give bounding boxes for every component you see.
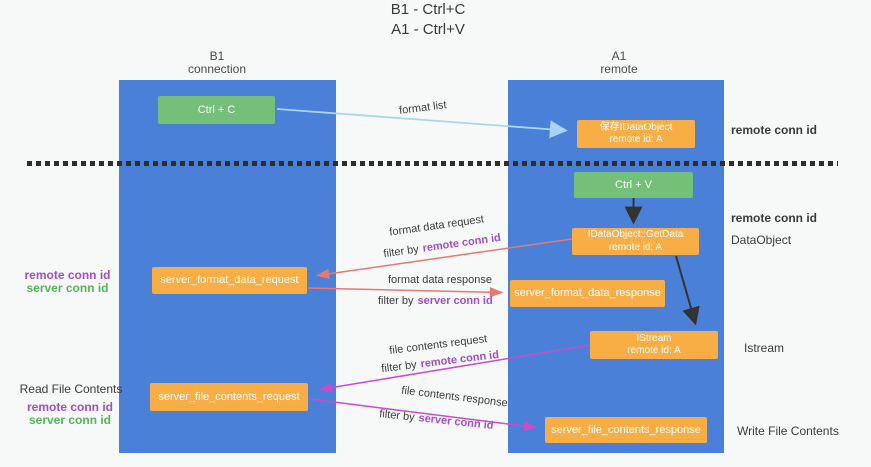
node-server-file-contents-response: server_file_contents_response: [545, 417, 707, 443]
node-istream-line2: remote id: A: [627, 345, 681, 356]
annotation-left-server-conn-id-bottom: server conn id: [28, 413, 112, 427]
arrow-format-data-response: [307, 287, 504, 298]
diagram-title: B1 - Ctrl+C A1 - Ctrl+V: [0, 0, 856, 40]
annotation-left-conn-ids-bottom: remote conn id server conn id: [0, 401, 140, 427]
lane-b1-subtitle: connection: [187, 62, 247, 76]
server-conn-id-text: server conn id: [417, 412, 494, 432]
node-save-idataobject-line1: 保存IDataObject: [599, 121, 673, 133]
node-ctrl-v: Ctrl + V: [574, 172, 693, 198]
annotation-remote-conn-id-top: remote conn id: [731, 123, 818, 137]
node-server-format-data-request: server_format_data_request: [152, 267, 307, 294]
edge-label-format-data-request: format data request: [388, 213, 485, 239]
node-idataobject-getdata: IDataObject::GetData remote id: A: [572, 228, 699, 255]
dashed-separator-line: [27, 161, 838, 166]
annotation-left-server-conn-id-mid: server conn id: [26, 281, 109, 295]
edge-label-format-list: format list: [398, 99, 448, 117]
remote-conn-id-text: remote conn id: [421, 231, 502, 255]
lane-header-b1: B1 connection: [147, 50, 287, 76]
node-server-format-data-response-label: server_format_data_response: [514, 287, 661, 299]
lane-a1-subtitle: remote: [600, 62, 638, 76]
annotation-dataobject: DataObject: [731, 233, 792, 247]
title-line-2: A1 - Ctrl+V: [391, 21, 465, 38]
lane-b1-name: B1: [209, 49, 225, 63]
node-server-file-contents-request: server_file_contents_request: [150, 383, 308, 411]
node-save-idataobject-line2: remote id: A: [609, 134, 663, 145]
annotation-remote-conn-id-mid: remote conn id: [731, 211, 818, 225]
node-istream-line1: IStream: [636, 332, 672, 344]
filter-by-text: filter by: [378, 295, 414, 307]
node-ctrl-c: Ctrl + C: [158, 96, 275, 124]
annotation-write-file-contents: Write File Contents: [737, 424, 839, 438]
edge-label-file-contents-response: file contents response: [400, 384, 509, 410]
annotation-left-remote-conn-id-bottom: remote conn id: [26, 400, 113, 414]
edge-label-format-data-response: format data response: [388, 274, 492, 286]
node-ctrl-v-label: Ctrl + V: [615, 178, 652, 191]
node-idataobject-getdata-line2: remote id: A: [608, 241, 663, 253]
annotation-left-conn-ids-mid: remote conn id server conn id: [0, 269, 135, 295]
node-ctrl-c-label: Ctrl + C: [197, 103, 236, 116]
lane-a1-name: A1: [611, 49, 627, 63]
node-server-format-data-request-label: server_format_data_request: [160, 274, 299, 286]
server-conn-id-text: server conn id: [417, 295, 493, 307]
title-line-1: B1 - Ctrl+C: [390, 1, 466, 18]
annotation-left-remote-conn-id-mid: remote conn id: [24, 268, 111, 282]
remote-conn-id-text: remote conn id: [419, 348, 500, 371]
node-server-file-contents-response-label: server_file_contents_response: [551, 423, 701, 436]
node-save-idataobject: 保存IDataObject remote id: A: [577, 120, 695, 148]
filter-by-text: filter by: [380, 358, 418, 376]
node-server-file-contents-request-label: server_file_contents_request: [158, 390, 300, 403]
node-server-format-data-response: server_format_data_response: [510, 280, 665, 307]
annotation-read-file-contents: Read File Contents: [19, 382, 123, 396]
filter-by-text: filter by: [382, 243, 420, 261]
node-idataobject-getdata-line1: IDataObject::GetData: [587, 229, 684, 240]
annotation-istream: Istream: [744, 341, 785, 355]
node-istream: IStream remote id: A: [590, 331, 718, 359]
filter-by-text: filter by: [378, 408, 416, 424]
lane-header-a1: A1 remote: [549, 50, 689, 76]
